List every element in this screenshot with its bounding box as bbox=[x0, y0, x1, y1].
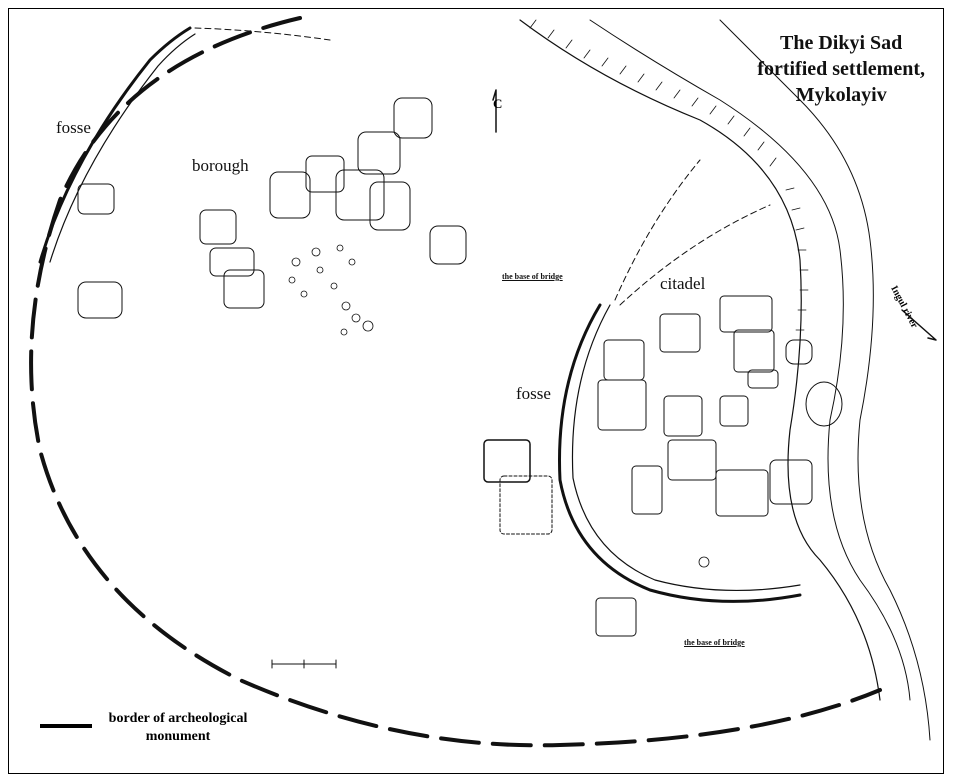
title-line-3: Mykolayiv bbox=[795, 84, 887, 106]
legend-line-1: border of archeological bbox=[108, 711, 248, 726]
map-title: The Dikyi Sad fortified settlement, Myko… bbox=[757, 30, 925, 108]
title-line-2: fortified settlement, bbox=[757, 58, 925, 80]
label-citadel: citadel bbox=[660, 274, 706, 293]
label-bridge-top: the base of bridge bbox=[502, 272, 563, 281]
map-frame bbox=[8, 8, 944, 774]
river-bank-3 bbox=[719, 19, 931, 741]
legend-dash-icon bbox=[40, 724, 92, 728]
label-bridge-bottom: the base of bridge bbox=[684, 638, 745, 647]
legend-text: border of archeological monument bbox=[103, 710, 253, 746]
legend-line-2: monument bbox=[145, 729, 211, 744]
scale-bar bbox=[271, 659, 337, 669]
citadel-fosse bbox=[558, 303, 802, 603]
title-line-1: The Dikyi Sad bbox=[780, 32, 903, 54]
north-arrow bbox=[492, 89, 497, 133]
label-fosse-east: fosse bbox=[516, 384, 551, 403]
north-label: C bbox=[493, 96, 503, 111]
river-bank-2 bbox=[589, 19, 911, 701]
borough-fosse bbox=[38, 26, 192, 264]
river-bank-1 bbox=[519, 19, 881, 701]
label-fosse-west: fosse bbox=[56, 118, 91, 137]
monument-border bbox=[29, 16, 882, 748]
label-borough: borough bbox=[192, 156, 249, 175]
river-arrow bbox=[901, 309, 937, 341]
